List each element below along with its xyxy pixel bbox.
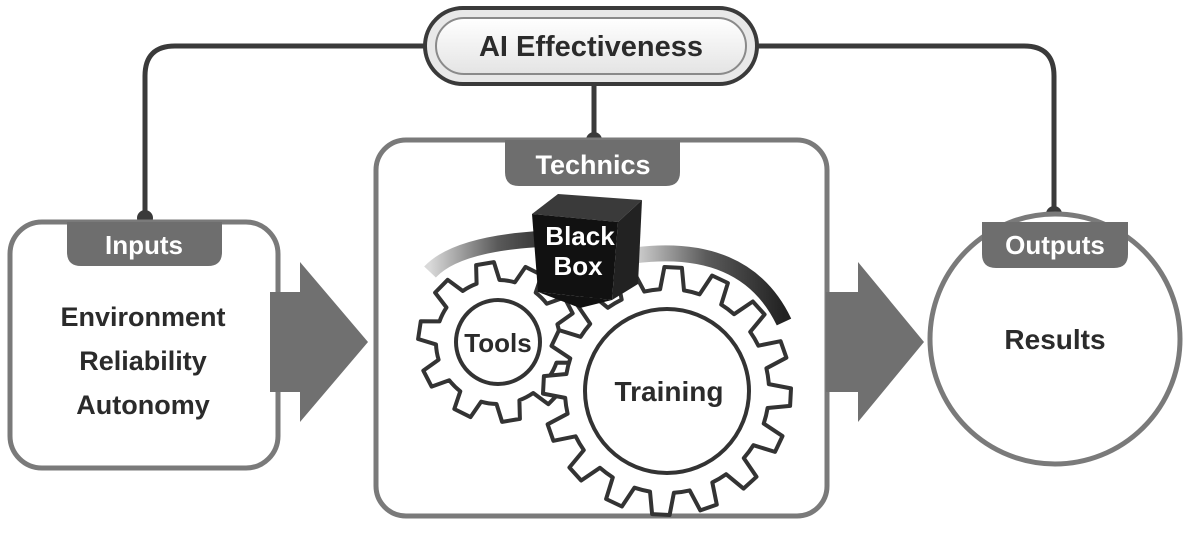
arrow-inputs-to-technics xyxy=(270,262,368,422)
inputs-item-environment: Environment xyxy=(60,302,225,332)
gear-small-hub xyxy=(454,298,542,386)
title-pill: AI Effectiveness xyxy=(423,6,759,86)
diagram-title: AI Effectiveness xyxy=(479,31,703,63)
gear-large-label: Training xyxy=(615,376,724,407)
technics-panel: Technics Tools Training Black Box xyxy=(373,137,830,519)
outputs-header: Outputs xyxy=(1005,230,1105,260)
technics-tab xyxy=(505,140,680,186)
arc-right xyxy=(628,245,792,326)
inputs-header: Inputs xyxy=(105,230,183,260)
gear-small-label: Tools xyxy=(464,328,531,358)
inputs-panel: Inputs Environment Reliability Autonomy xyxy=(7,219,281,471)
black-box-label-line2: Box xyxy=(553,251,603,281)
outputs-panel: Outputs Results xyxy=(927,211,1183,467)
black-box-cube: Black Box xyxy=(532,194,642,308)
inputs-tab xyxy=(67,222,222,266)
connector-to-outputs xyxy=(752,43,1057,214)
inputs-item-reliability: Reliability xyxy=(79,346,207,376)
outputs-tab xyxy=(982,222,1128,268)
connector-to-inputs xyxy=(142,43,432,218)
technics-header: Technics xyxy=(535,150,650,180)
black-box-label-line1: Black xyxy=(545,221,615,251)
outputs-result: Results xyxy=(1004,324,1105,355)
connector-lines xyxy=(142,43,1057,218)
inputs-item-autonomy: Autonomy xyxy=(76,390,209,420)
gear-large-hub xyxy=(583,307,751,475)
arrow-technics-to-outputs xyxy=(826,262,924,422)
